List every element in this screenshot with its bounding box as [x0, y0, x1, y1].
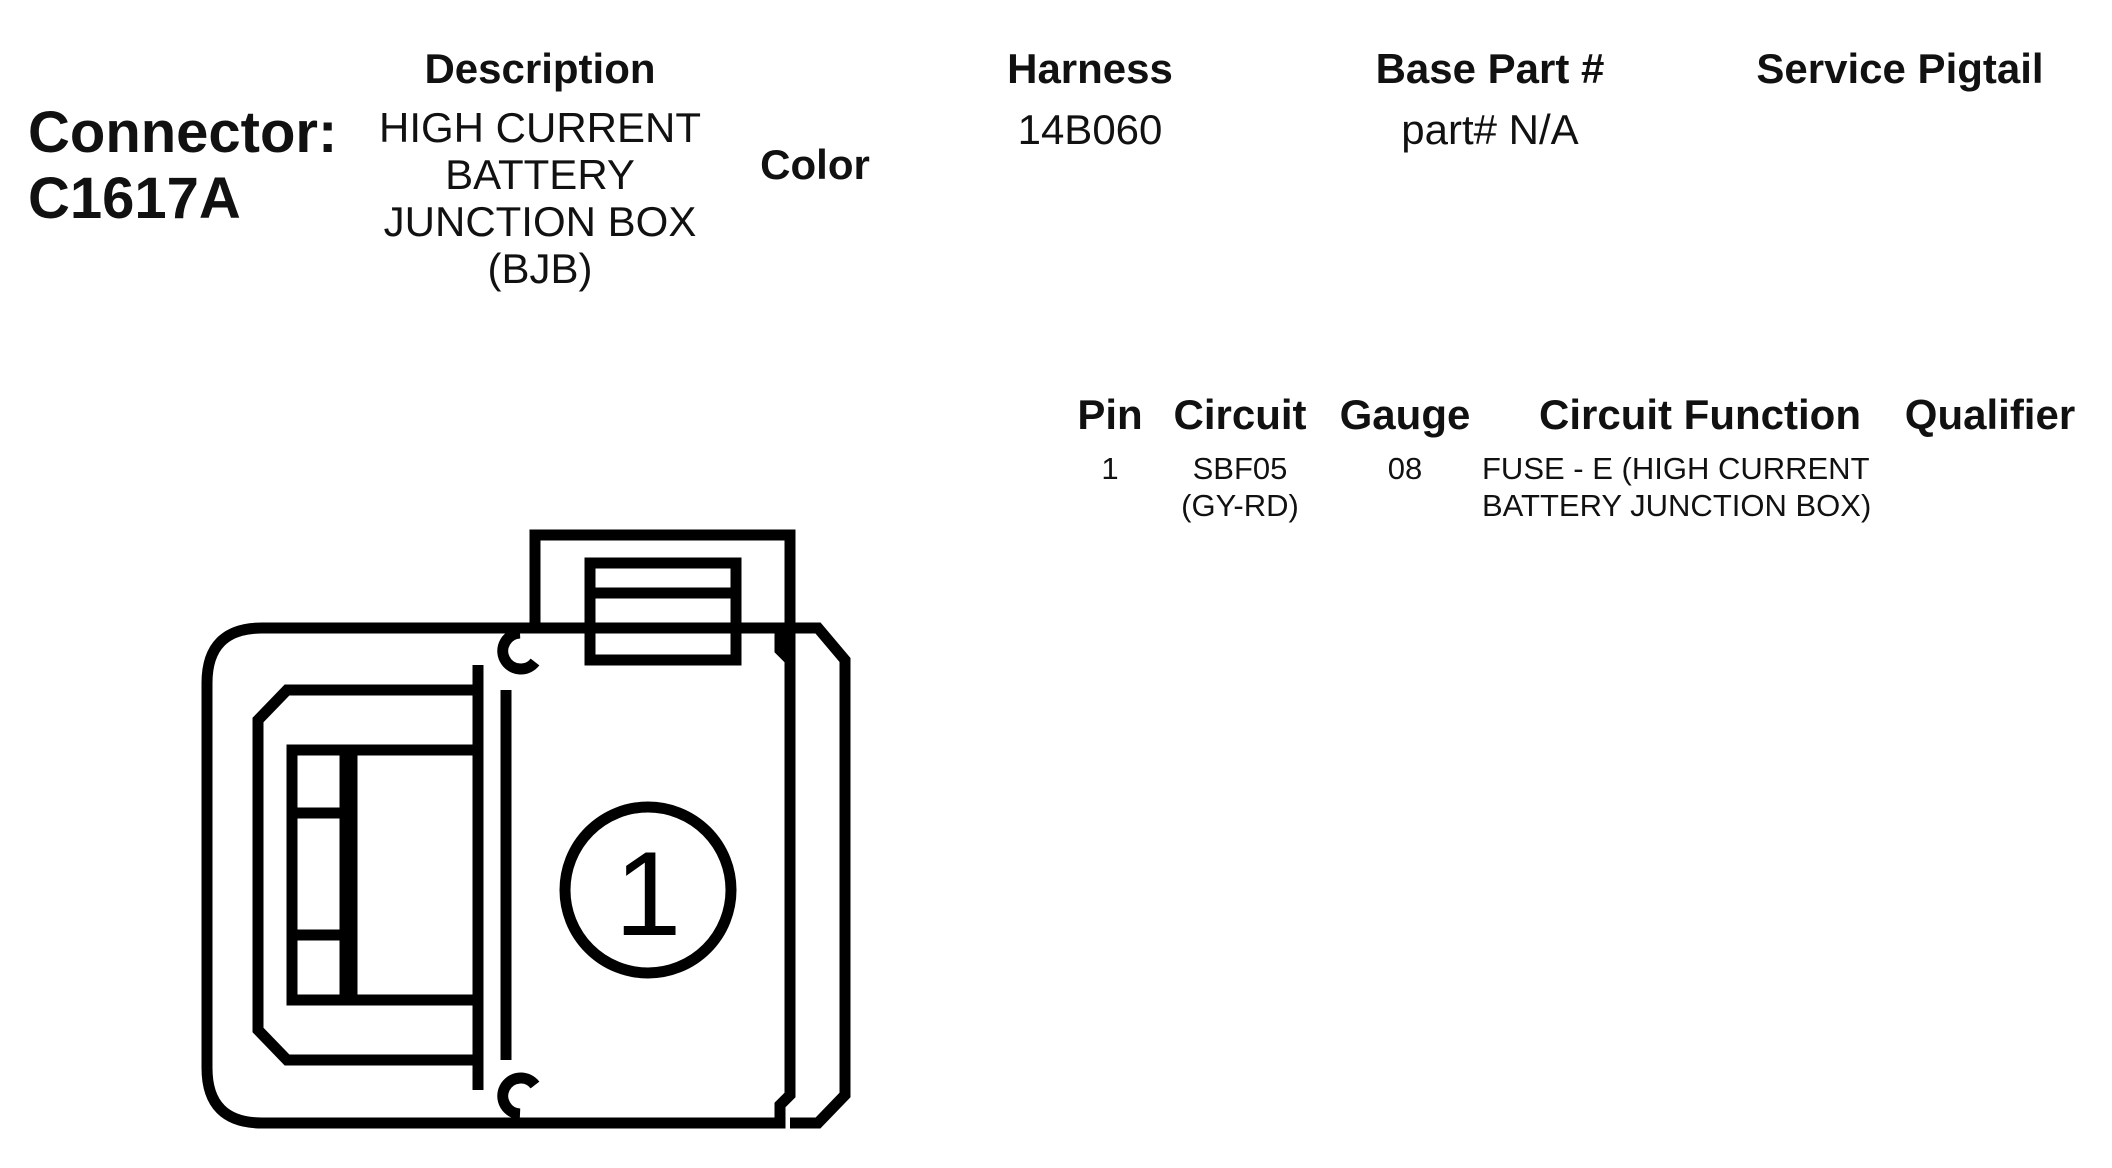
- harness-header: Harness: [1007, 45, 1173, 92]
- service-pigtail-header: Service Pigtail: [1756, 45, 2044, 92]
- circuit-function-column-header: Circuit Function: [1539, 391, 1861, 438]
- connector-title: Connector: C1617A: [28, 100, 337, 232]
- qualifier-column-header: Qualifier: [1904, 391, 2076, 438]
- circuit-cell: SBF05 (GY-RD): [1160, 450, 1320, 524]
- circuit-function-line: BATTERY JUNCTION BOX): [1482, 488, 1872, 523]
- pin-cell: 1: [1101, 451, 1119, 486]
- base-part-header: Base Part #: [1375, 45, 1605, 92]
- gauge-column-header: Gauge: [1339, 391, 1471, 438]
- connector-latch-lip: [252, 684, 480, 1066]
- connector-clip-top: [497, 627, 540, 675]
- connector-wire-block: [286, 744, 484, 1006]
- connector-clip-bottom: [497, 1072, 540, 1120]
- circuit-line: SBF05: [1192, 451, 1288, 486]
- connector-tab-latch: [584, 557, 742, 666]
- description-line: BATTERY: [445, 151, 635, 198]
- description-header: Description: [424, 45, 656, 92]
- circuit-line: (GY-RD): [1181, 488, 1299, 523]
- circuit-function-cell: FUSE - E (HIGH CURRENT BATTERY JUNCTION …: [1482, 450, 1902, 524]
- connector-right-rail: [790, 622, 851, 1129]
- connector-id: C1617A: [28, 166, 241, 231]
- connector-top-tab: [529, 529, 796, 634]
- circuit-column-header: Circuit: [1173, 391, 1307, 438]
- description-value: HIGH CURRENT BATTERY JUNCTION BOX (BJB): [370, 104, 710, 292]
- connector-outer-housing: [201, 622, 490, 1129]
- color-header: Color: [760, 141, 870, 188]
- pin-1-label: 1: [615, 827, 682, 961]
- circuit-function-line: FUSE - E (HIGH CURRENT: [1482, 451, 1870, 486]
- pin-column-header: Pin: [1077, 391, 1143, 438]
- harness-value: 14B060: [1017, 106, 1163, 153]
- pin-1-circle: [559, 801, 737, 979]
- base-part-value: part# N/A: [1401, 106, 1579, 153]
- description-line: (BJB): [487, 245, 593, 292]
- gauge-cell: 08: [1387, 451, 1423, 486]
- connector-label: Connector:: [28, 100, 338, 165]
- description-line: HIGH CURRENT: [379, 104, 701, 151]
- description-line: JUNCTION BOX: [383, 198, 697, 245]
